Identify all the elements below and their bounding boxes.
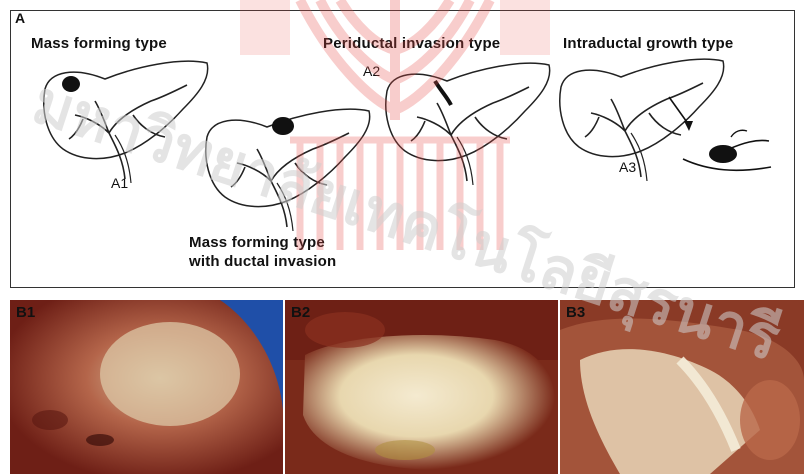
periductal-thickening-a2	[435, 81, 451, 105]
photo-b3-label: B3	[566, 304, 585, 321]
liver-diagram-a2	[377, 51, 557, 191]
liver-outline-a1	[44, 61, 208, 158]
arrow-head-a3	[684, 121, 693, 131]
liver-outline-a3	[560, 59, 724, 156]
label-ductal-line2: with ductal invasion	[189, 253, 336, 270]
duct-wall-top-a3	[729, 140, 769, 149]
photo-b1-label: B1	[16, 304, 35, 321]
panel-a: A Mass forming type Periductal invasion …	[10, 10, 795, 288]
tumor-mass-a1	[62, 76, 80, 92]
photo-b2-label: B2	[291, 304, 310, 321]
tumor-mass-ductal	[272, 117, 294, 135]
arrow-line-a3	[669, 97, 689, 125]
panel-a-letter: A	[15, 10, 25, 26]
liver-diagram-ductal	[197, 97, 377, 237]
intraductal-tumor-a3	[709, 145, 737, 163]
photo-b3: B3	[560, 300, 804, 474]
liver-outline-a2	[386, 63, 550, 160]
photo-b1: B1	[10, 300, 283, 474]
label-periductal: Periductal invasion type	[323, 35, 500, 52]
liver-diagram-a3	[551, 47, 791, 187]
liver-diagram-a1	[35, 49, 215, 189]
photo-b2: B2	[285, 300, 558, 474]
bile-duct-tree-a1-inner	[115, 135, 131, 183]
